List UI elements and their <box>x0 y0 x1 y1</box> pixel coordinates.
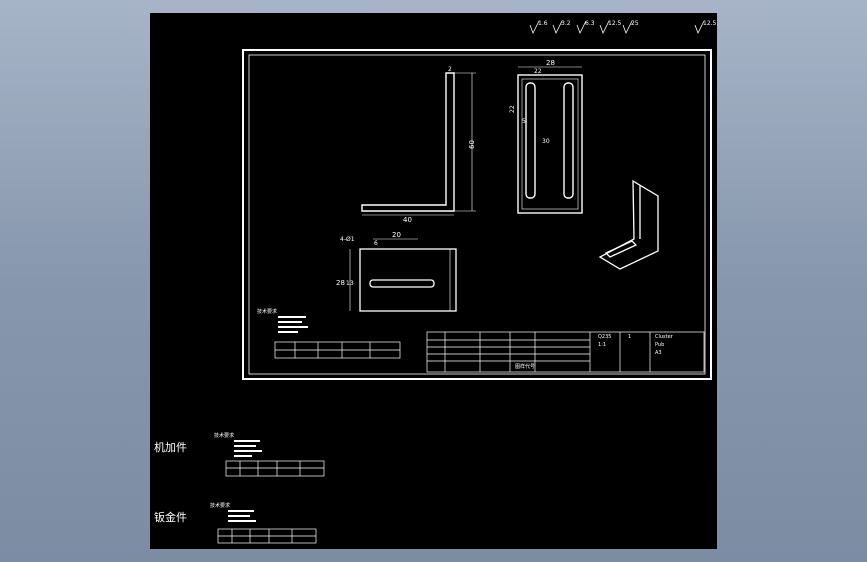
bottom-view-plate <box>349 238 457 312</box>
label-sheetmetal: 钣金件 <box>154 510 187 524</box>
title-block-text: Q235 1:1 1 Cluster Pub A3 图样代号 <box>515 334 674 370</box>
isometric-view <box>598 179 659 270</box>
roughness-label-6: 12.5 <box>703 20 717 27</box>
cad-drawing-canvas[interactable]: 1.6 3.2 6.3 12.5 25 12.5 60 40 2 28 22 5… <box>150 13 717 549</box>
dim-slot-offset: 5 <box>522 118 526 125</box>
dim-front-width: 28 <box>546 59 555 67</box>
svg-text:Pub: Pub <box>655 342 664 348</box>
tech-req-title-machined: 技术要求 <box>214 432 234 439</box>
roughness-label-4: 12.5 <box>608 20 622 27</box>
tech-req-title-inner: 技术要求 <box>257 308 277 315</box>
tech-req-title-sheetmetal: 技术要求 <box>210 502 230 509</box>
svg-text:1: 1 <box>628 334 631 340</box>
sheet-outer-border <box>242 49 712 380</box>
dim-width: 40 <box>403 216 412 224</box>
front-view-plate <box>517 66 583 214</box>
drawing-svg: 1.6 3.2 6.3 12.5 25 12.5 60 40 2 28 22 5… <box>154 20 717 544</box>
svg-text:Cluster: Cluster <box>655 334 674 340</box>
dim-slot-length-bottom: 20 <box>392 231 401 239</box>
svg-text:Q235: Q235 <box>598 334 611 340</box>
sheet-inner-border <box>248 54 706 375</box>
title-block <box>426 331 705 373</box>
svg-text:1:1: 1:1 <box>598 342 606 348</box>
dim-front-inner: 22 <box>534 68 542 75</box>
roughness-label-1: 1.6 <box>538 20 548 27</box>
label-machined: 机加件 <box>154 440 187 454</box>
svg-text:A3: A3 <box>655 350 662 356</box>
dim-hole: 4-Ø1 <box>340 236 355 243</box>
dim-bottom-height: 28 <box>336 279 345 287</box>
svg-text:图样代号: 图样代号 <box>515 363 535 370</box>
tolerance-table-inner <box>274 341 401 359</box>
notes-machined <box>234 440 262 457</box>
dim-lower-offset: 22 <box>509 105 516 113</box>
tolerance-table-machined <box>225 460 325 477</box>
tech-notes-inner: 技术要求 <box>257 308 308 333</box>
dim-thickness: 2 <box>448 66 452 73</box>
roughness-label-3: 6.3 <box>585 20 595 27</box>
dim-height: 60 <box>468 140 476 149</box>
dim-offset: 6 <box>374 240 378 247</box>
dim-bottom-slot-width: 13 <box>346 280 354 287</box>
roughness-label-5: 25 <box>631 20 639 27</box>
roughness-symbols <box>529 20 705 34</box>
tolerance-table-sheetmetal <box>217 528 317 544</box>
dim-slot-length: 30 <box>542 138 550 145</box>
roughness-label-2: 3.2 <box>561 20 571 27</box>
side-view-bracket <box>361 72 476 216</box>
notes-sheetmetal <box>228 510 256 522</box>
